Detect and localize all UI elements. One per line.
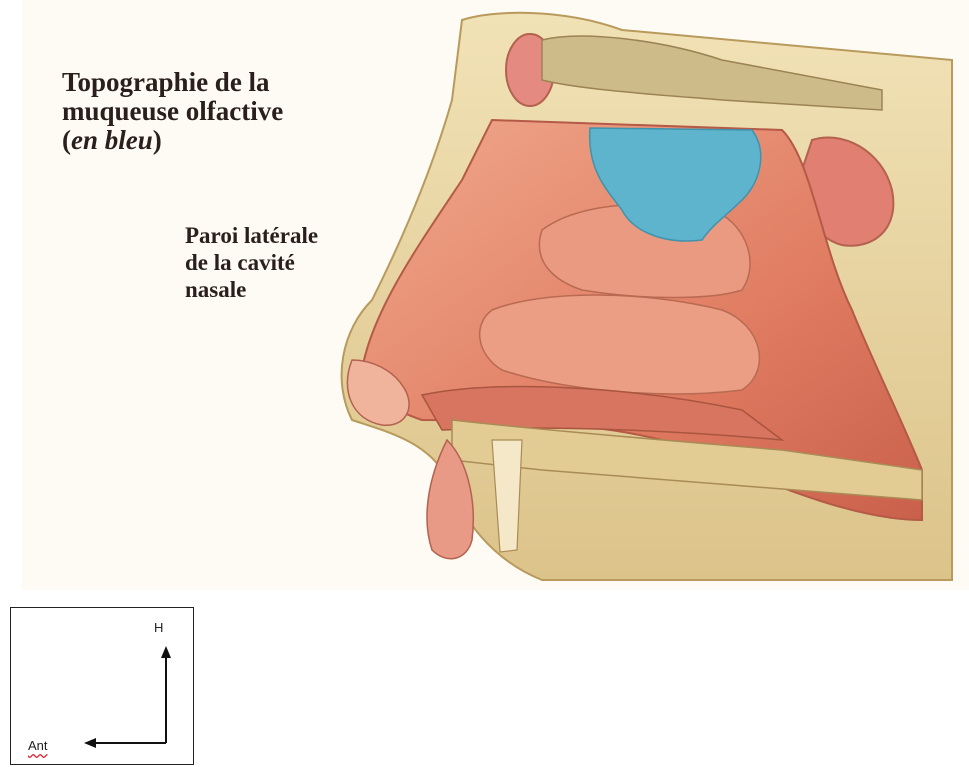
title-line-1: Topographie de la bbox=[62, 68, 283, 97]
up-arrowhead bbox=[161, 646, 171, 658]
title-italic: en bleu bbox=[71, 125, 153, 155]
orientation-key: H Ant bbox=[10, 607, 194, 765]
figure-title: Topographie de la muqueuse olfactive (en… bbox=[62, 68, 283, 155]
anterior-direction-label: Ant bbox=[28, 738, 48, 753]
anatomy-plate: Topographie de la muqueuse olfactive (en… bbox=[22, 0, 969, 590]
sublabel-line-3: nasale bbox=[185, 276, 318, 303]
up-direction-label: H bbox=[154, 620, 163, 635]
title-line-3: (en bleu) bbox=[62, 126, 283, 155]
sublabel-line-1: Paroi latérale bbox=[185, 222, 318, 249]
title-line-2: muqueuse olfactive bbox=[62, 97, 283, 126]
sublabel-line-2: de la cavité bbox=[185, 249, 318, 276]
lateral-wall-label: Paroi latérale de la cavité nasale bbox=[185, 222, 318, 303]
left-arrowhead bbox=[84, 738, 96, 748]
